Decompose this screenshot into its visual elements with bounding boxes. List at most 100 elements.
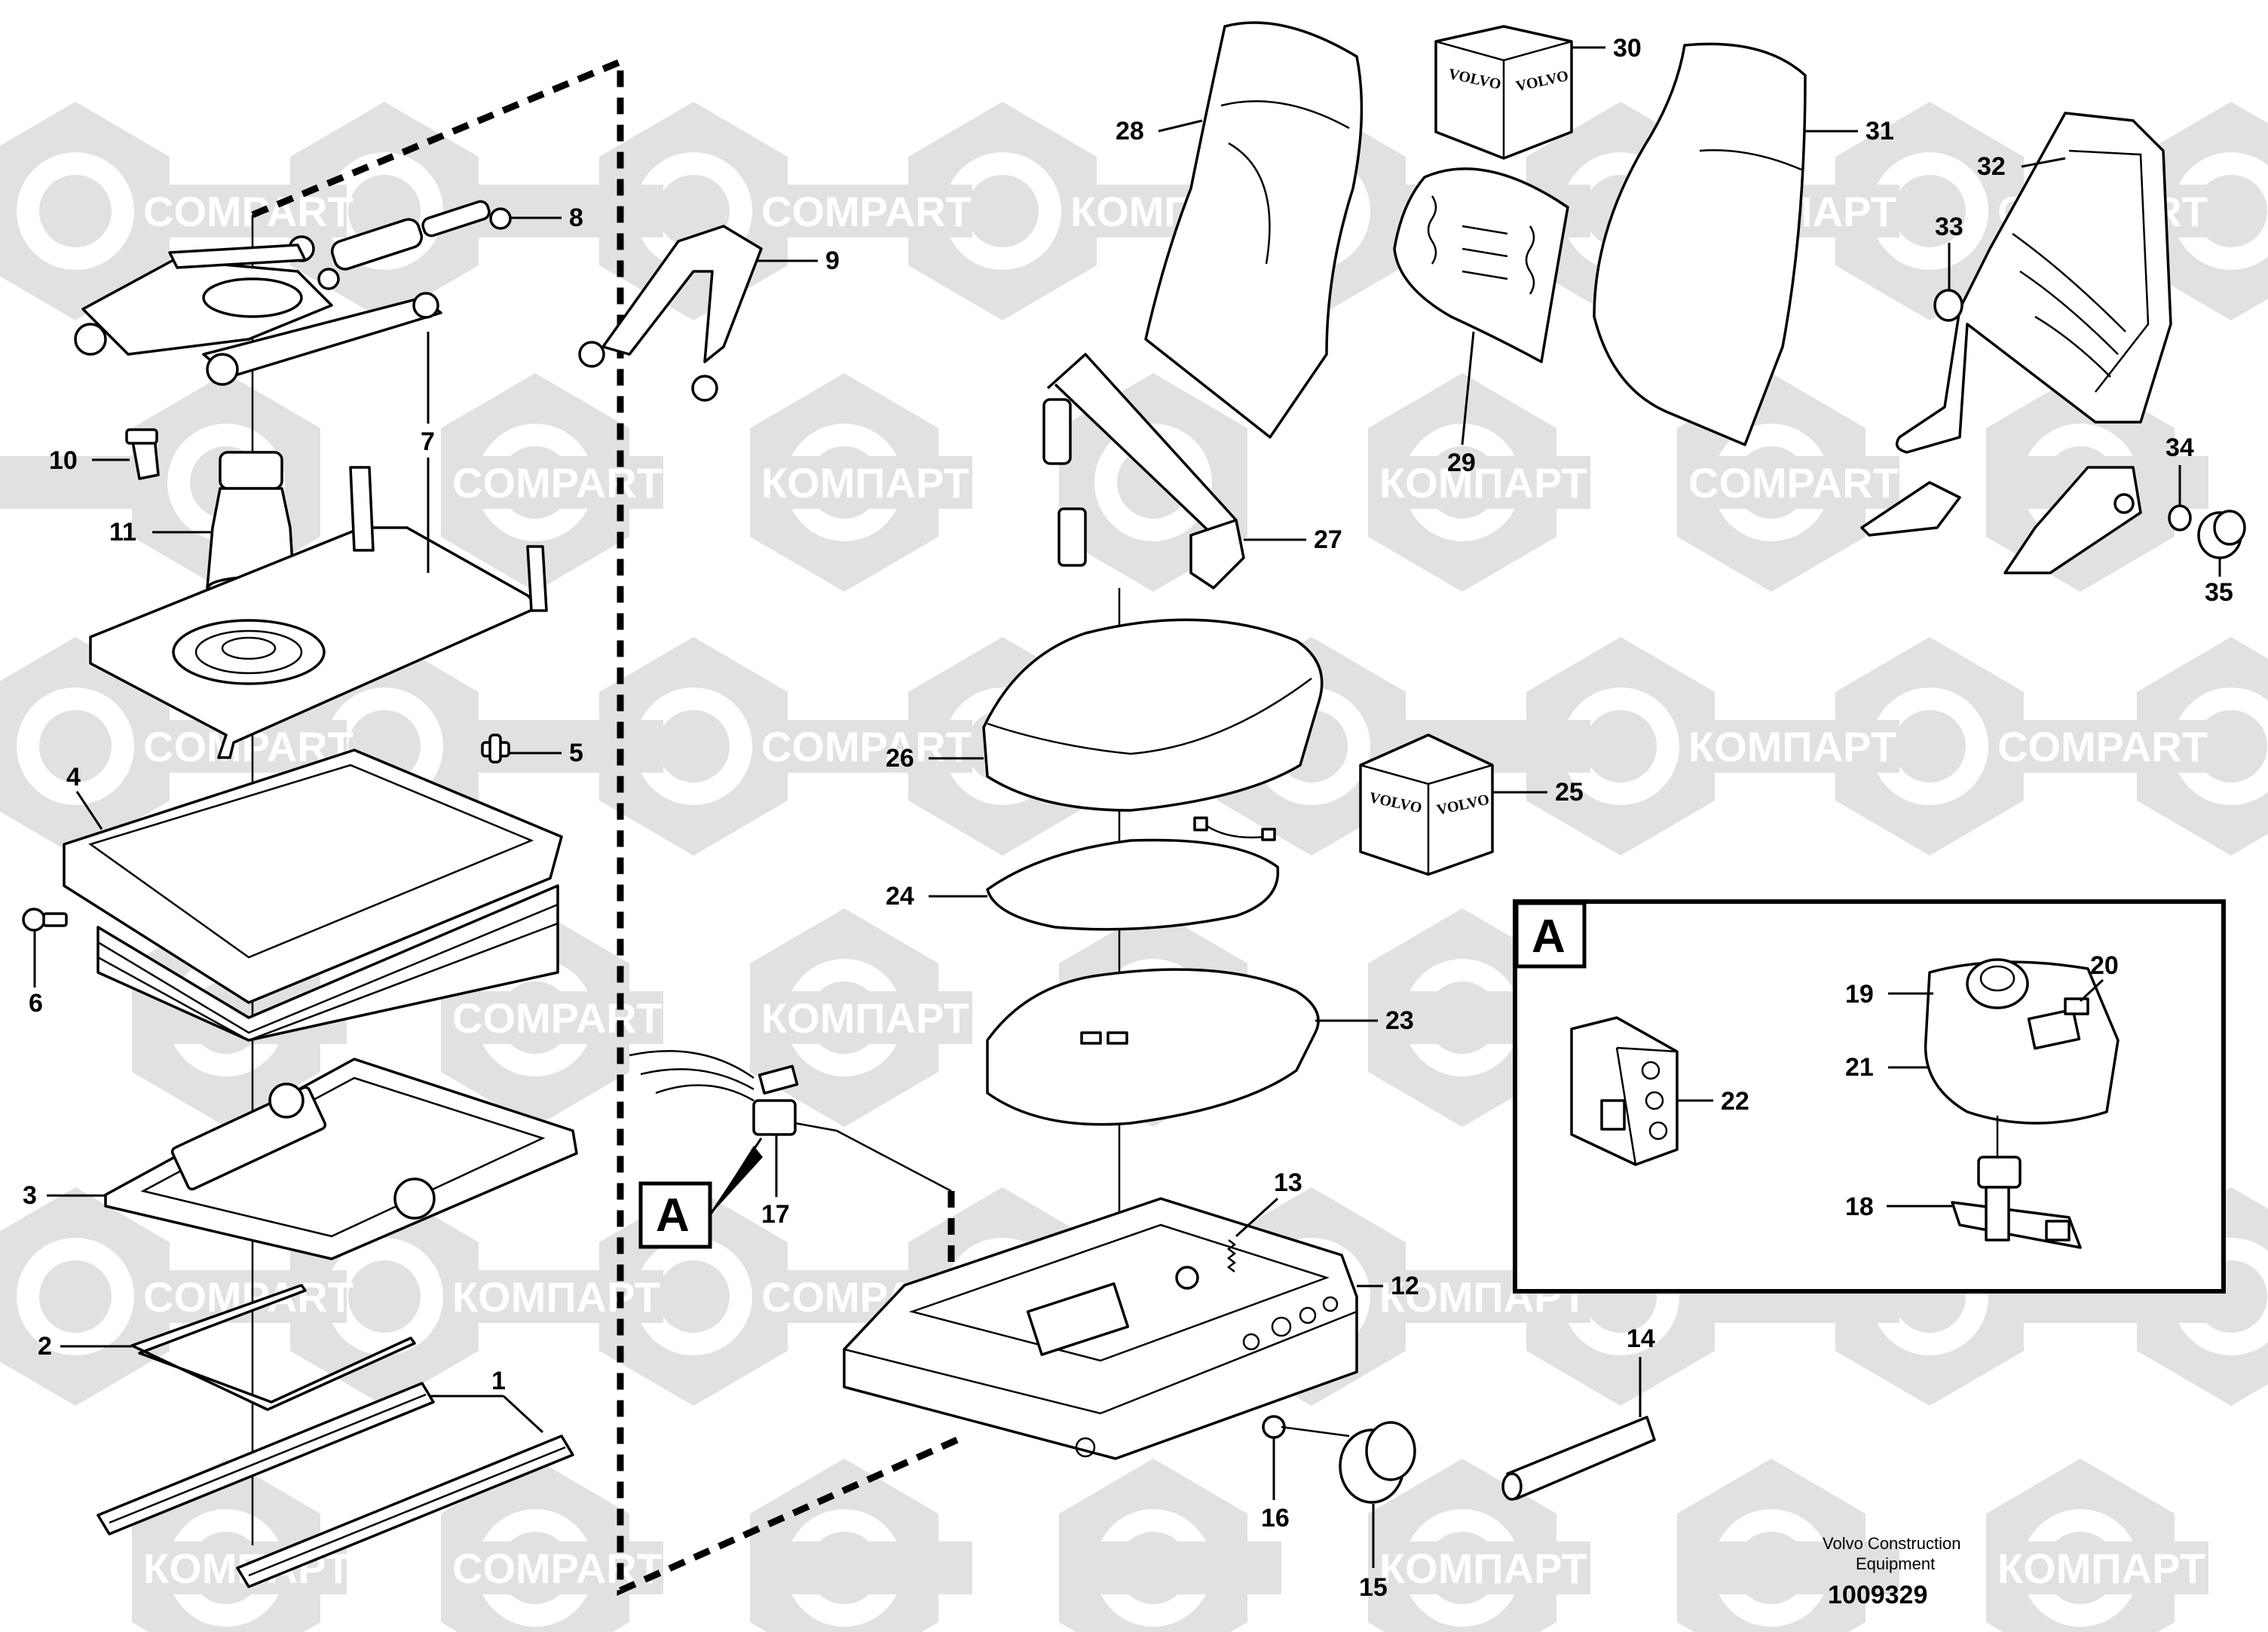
- watermark-text: КОМПАРТ: [761, 994, 969, 1042]
- watermark-text: КОМПАРТ: [1688, 723, 1896, 770]
- callout-31: 31: [1805, 117, 1894, 145]
- callout-number: 35: [2205, 578, 2233, 607]
- suspension-assembly: [22, 200, 578, 1588]
- callout-19: 19: [1845, 980, 1933, 1009]
- watermark-text: COMPART: [452, 994, 663, 1042]
- gas-spring: [317, 200, 512, 290]
- callout-33: 33: [1935, 213, 1963, 290]
- tube: [1501, 1416, 1656, 1501]
- seat-base: [843, 1197, 1358, 1460]
- callout-number: 14: [1627, 1324, 1655, 1353]
- callout-34: 34: [2165, 433, 2194, 505]
- callout-27: 27: [1244, 525, 1342, 554]
- heater-pad: [986, 816, 1280, 931]
- watermark-text: COMPART: [761, 723, 972, 770]
- callout-6: 6: [29, 931, 43, 1018]
- callout-number: 10: [49, 446, 78, 475]
- base-frame: [104, 1058, 578, 1260]
- callout-number: 17: [761, 1200, 790, 1229]
- callout-number: 5: [569, 739, 583, 767]
- parts-box-small: VOLVO VOLVO: [1359, 733, 1494, 876]
- callout-number: 16: [1261, 1504, 1290, 1532]
- callout-24: 24: [886, 882, 987, 911]
- callout-number: 24: [886, 882, 914, 911]
- callout-number: 32: [1977, 152, 2006, 181]
- callout-number: 31: [1866, 117, 1894, 145]
- callout-number: 19: [1845, 980, 1874, 1009]
- footer-figure-number: 1009329: [1828, 1581, 1927, 1609]
- parts-box: VOLVO VOLVO: [1434, 25, 1573, 160]
- callout-17: 17: [761, 1135, 790, 1229]
- seat-center-assembly: [578, 225, 1656, 1504]
- callout-13: 13: [1235, 1168, 1302, 1238]
- callout-15: 15: [1359, 1504, 1388, 1602]
- callout-number: 8: [569, 204, 583, 232]
- detail-a-reference: A: [638, 1138, 763, 1249]
- seat-switch: [629, 1050, 952, 1193]
- callout-number: 30: [1613, 34, 1642, 63]
- callout-number: 26: [886, 744, 914, 773]
- callout-21: 21: [1845, 1053, 1930, 1082]
- callout-number: 3: [23, 1181, 37, 1210]
- callout-number: 12: [1391, 1272, 1419, 1300]
- swivel-frame: [89, 466, 548, 759]
- callout-number: 15: [1359, 1573, 1388, 1602]
- callout-number: 7: [421, 427, 435, 456]
- callout-35: 35: [2205, 558, 2233, 607]
- callout-2: 2: [38, 1332, 132, 1361]
- screw: [481, 733, 510, 764]
- callout-32: 32: [1977, 152, 2066, 181]
- callout-8: 8: [510, 204, 583, 232]
- watermark-text: КОМПАРТ: [1379, 459, 1587, 507]
- watermark-text: COMPART: [143, 1273, 354, 1321]
- detail-a-label: A: [1532, 911, 1566, 963]
- belt-strap: [578, 225, 763, 402]
- callout-14: 14: [1627, 1324, 1655, 1417]
- backrest-assembly: VOLVO VOLVO: [1144, 21, 2246, 876]
- callout-5: 5: [509, 739, 583, 767]
- callout-4: 4: [66, 763, 103, 830]
- scissor-linkage: [74, 235, 442, 386]
- callout-number: 9: [825, 246, 840, 275]
- watermark-text: COMPART: [1688, 459, 1899, 507]
- callout-number: 25: [1555, 778, 1584, 807]
- callout-12: 12: [1357, 1272, 1419, 1300]
- callout-number: 1: [491, 1367, 506, 1395]
- callout-9: 9: [758, 246, 840, 275]
- fitting: [125, 428, 160, 480]
- adjust-knob: [1262, 1415, 1416, 1504]
- callout-number: 11: [109, 518, 136, 547]
- callout-22: 22: [1677, 1087, 1749, 1116]
- watermark-text: КОМПАРТ: [1997, 1545, 2205, 1592]
- seat-cushion-cover: [982, 618, 1324, 812]
- callout-20: 20: [2079, 951, 2119, 1003]
- reservoir: [1924, 958, 2120, 1125]
- figure-footer: Volvo Construction Equipment 1009329: [1823, 1534, 1960, 1609]
- callout-29: 29: [1447, 331, 1476, 477]
- callout-23: 23: [1315, 1006, 1414, 1035]
- callout-number: 13: [1274, 1168, 1302, 1197]
- watermark-text: COMPART: [1997, 723, 2208, 770]
- callout-number: 4: [66, 763, 81, 792]
- callout-number: 33: [1935, 213, 1963, 241]
- callout-number: 22: [1721, 1087, 1749, 1116]
- seat-belt: [1042, 353, 1245, 589]
- callout-16: 16: [1261, 1438, 1290, 1532]
- callout-number: 6: [29, 989, 43, 1018]
- recline-hardware: [1933, 289, 2246, 559]
- callout-10: 10: [49, 446, 130, 475]
- backrest-cover: [1144, 21, 1364, 439]
- callout-1: 1: [430, 1367, 544, 1434]
- callout-number: 21: [1845, 1053, 1874, 1082]
- watermark-text: COMPART: [452, 459, 663, 507]
- callout-number: 34: [2165, 433, 2194, 462]
- callout-number: 27: [1314, 525, 1342, 554]
- watermark-text: КОМПАРТ: [452, 1273, 660, 1321]
- slide-rails: [96, 1382, 574, 1588]
- assembly-group-outline: [251, 57, 959, 1596]
- detail-a-ref-label: A: [656, 1190, 690, 1242]
- footer-company-line1: Volvo Construction: [1823, 1534, 1960, 1553]
- seat-foam: [986, 968, 1320, 1126]
- callout-3: 3: [23, 1181, 106, 1210]
